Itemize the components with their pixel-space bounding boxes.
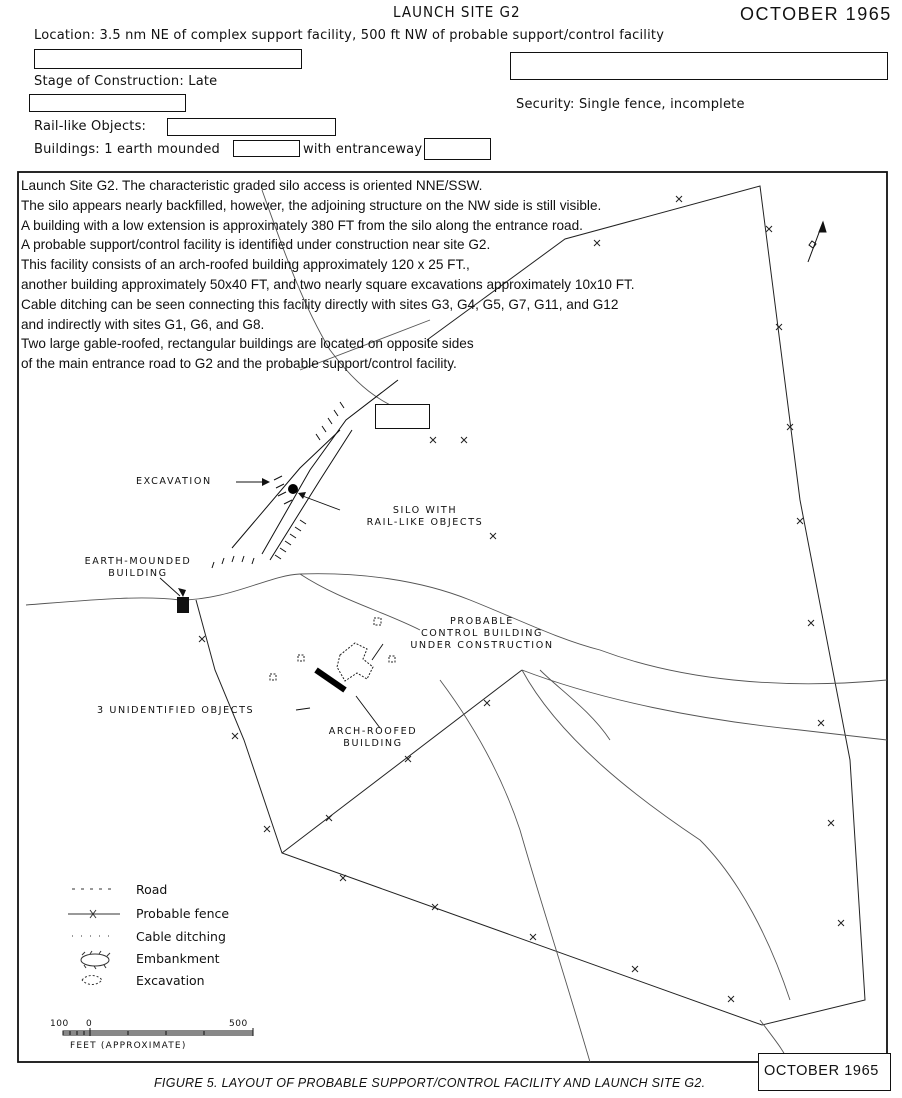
legend-embankment: Embankment [136,951,220,966]
scale-zero: 0 [86,1019,93,1029]
scale-bar [62,1028,254,1036]
buildings-value-1: 1 earth mounded [104,142,221,157]
road-lines [25,189,888,1063]
redaction-box [375,404,430,429]
footer-date: OCTOBER 1965 [764,1063,879,1079]
header-date: OCTOBER 1965 [740,4,892,24]
note-line: A probable support/control facility is i… [21,237,491,253]
note-line: This facility consists of an arch-roofed… [21,257,470,273]
legend-cable: Cable ditching [136,929,226,944]
stage-label: Stage of Construction: [34,74,184,89]
earth-mounded-line-1: EARTH-MOUNDED [84,556,192,567]
figure-caption: FIGURE 5. LAYOUT OF PROBABLE SUPPORT/CON… [154,1076,706,1090]
earth-mounded-line-2: BUILDING [108,568,168,579]
stage-value: Late [188,74,218,89]
footer-date-box: OCTOBER 1965 [758,1053,891,1091]
probable-control-label: PROBABLE CONTROL BUILDING UNDER CONSTRUC… [392,616,572,652]
note-line: and indirectly with sites G1, G6, and G8… [21,316,265,332]
silo-label-line-1: SILO WITH [392,505,458,516]
silo-access [231,379,399,561]
legend-symbols [68,888,120,985]
north-arrow [807,220,827,263]
note-line: Launch Site G2. The characteristic grade… [21,178,483,193]
redaction-box [34,49,302,69]
location-value: 3.5 nm NE of complex support facility, 5… [99,28,665,43]
location-label: Location: [34,28,96,43]
location-line: Location: 3.5 nm NE of complex support f… [34,28,664,43]
arch-roofed-line-1: ARCH-ROOFED [328,726,418,737]
note-line: The silo appears nearly backfilled, howe… [21,197,602,213]
probable-line-2: CONTROL BUILDING [420,628,544,639]
legend-excavation: Excavation [136,973,205,988]
buildings-label: Buildings: [34,142,100,157]
redaction-box [510,52,888,80]
legend-fence: Probable fence [136,906,230,921]
note-line: of the main entrance road to G2 and the … [21,356,457,372]
security-value: Single fence, incomplete [578,97,745,112]
scale-units: FEET (APPROXIMATE) [70,1041,187,1051]
stage-line: Stage of Construction: Late [34,74,217,89]
note-line: another building approximately 50x40 FT,… [21,276,635,292]
excavation-label: EXCAVATION [136,476,212,487]
note-line: Cable ditching can be seen connecting th… [21,296,619,312]
fence-lines [195,185,866,1026]
arch-roofed-building-symbol [314,667,347,693]
buildings-label-text: Buildings: 1 earth mounded [34,142,220,157]
redaction-box [29,94,186,112]
security-line: Security: Single fence, incomplete [516,97,745,112]
silo-label: SILO WITH RAIL-LIKE OBJECTS [340,505,510,529]
arch-roofed-label: ARCH-ROOFED BUILDING [313,726,433,750]
note-line: Two large gable-roofed, rectangular buil… [21,336,474,352]
embankment-ticks [211,401,345,569]
scale-right: 500 [229,1019,248,1029]
silo-label-line-2: RAIL-LIKE OBJECTS [366,517,484,528]
redaction-box [167,118,336,136]
annotation-notes: Launch Site G2. The characteristic grade… [21,176,635,374]
redaction-box [424,138,491,160]
note-line: A building with a low extension is appro… [21,217,583,233]
rail-label: Rail-like Objects: [34,119,147,134]
scale-left: 100 [50,1019,69,1029]
earth-mounded-building-symbol [177,597,189,613]
control-building-symbol [269,617,396,682]
buildings-value-2: with entranceway [303,142,423,157]
rail-line: Rail-like Objects: [34,119,146,134]
redaction-box [233,140,300,157]
page-title: LAUNCH SITE G2 [393,3,521,21]
silo-symbol [288,484,298,494]
unidentified-objects-label: 3 UNIDENTIFIED OBJECTS [97,705,255,716]
arch-roofed-line-2: BUILDING [343,738,403,749]
arrowheads [178,478,306,597]
probable-line-1: PROBABLE [450,616,514,627]
legend-road: Road [136,882,168,897]
fence-crosses [198,195,845,1003]
probable-line-3: UNDER CONSTRUCTION [410,640,554,651]
security-label: Security: [516,97,575,112]
earth-mounded-label: EARTH-MOUNDED BUILDING [68,556,208,580]
